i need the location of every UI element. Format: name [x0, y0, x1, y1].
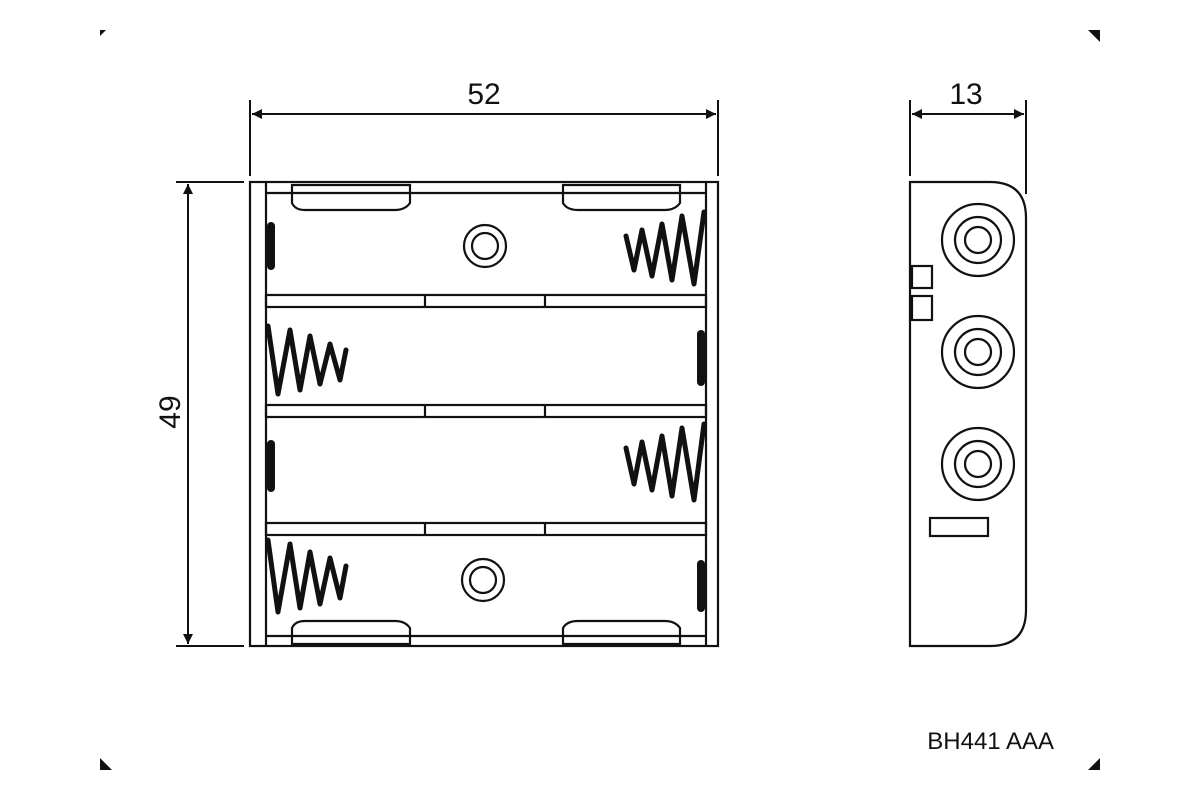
contact-plate — [697, 560, 705, 612]
spring-cell-3 — [623, 421, 707, 503]
corner-mark-top-right — [1088, 30, 1100, 42]
cell-divider-1 — [264, 293, 708, 309]
side-view — [908, 180, 1028, 648]
flat-contacts — [267, 222, 705, 612]
side-outline — [908, 180, 1028, 648]
cell-divider-3 — [264, 521, 708, 537]
corner-mark-top-left — [100, 30, 106, 36]
spring-cell-2 — [265, 323, 349, 397]
holder-outline — [248, 180, 720, 648]
side-slot — [928, 516, 990, 538]
springs — [265, 209, 707, 615]
model-label: BH441 AAA — [927, 728, 1054, 755]
mounting-hole-bottom — [460, 557, 506, 603]
corner-marks — [100, 30, 1100, 770]
mounting-hole-top — [462, 223, 508, 269]
height-dimension-label: 49 — [154, 395, 187, 428]
contact-plate — [697, 330, 705, 386]
contact-plate — [267, 222, 275, 270]
width-dimension-label: 52 — [467, 78, 500, 111]
spring-cell-1 — [623, 209, 707, 287]
cell-divider-2 — [264, 403, 708, 419]
corner-mark-bottom-left — [100, 758, 112, 770]
corner-mark-bottom-right — [1088, 758, 1100, 770]
terminal-ring-1 — [940, 202, 1016, 278]
terminal-ring-2 — [940, 314, 1016, 390]
contact-plate — [267, 440, 275, 492]
depth-dimension-label: 13 — [949, 78, 982, 111]
dimension-lines — [176, 100, 1027, 647]
spring-cell-4 — [265, 537, 349, 615]
terminal-ring-3 — [940, 426, 1016, 502]
front-view — [248, 180, 720, 648]
